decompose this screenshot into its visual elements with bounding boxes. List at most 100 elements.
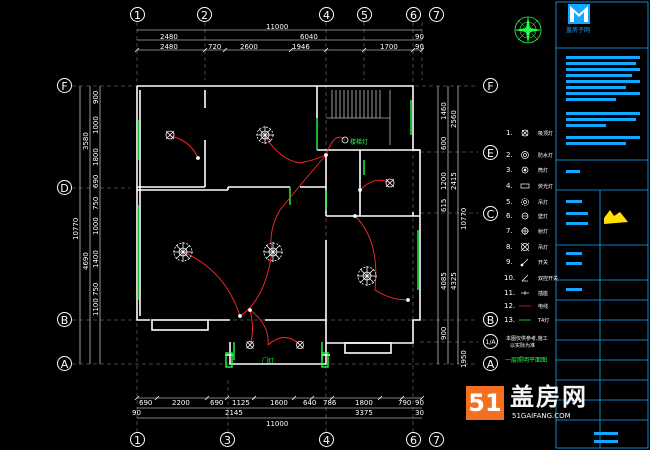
stair-light-label: 楼梯灯 bbox=[350, 139, 369, 146]
company-logo bbox=[568, 4, 590, 24]
grid-bubble-left: F bbox=[57, 78, 72, 93]
dimension-lines bbox=[79, 29, 459, 419]
door-light-label: 门灯 bbox=[262, 358, 275, 365]
grid-bubble-right: E bbox=[483, 145, 498, 160]
grid-bubble-top: 1 bbox=[130, 7, 145, 22]
legend-num: 11. bbox=[504, 289, 516, 297]
dim-top-r2: 90 bbox=[415, 43, 424, 51]
dim-right-seg: 1200 bbox=[440, 172, 448, 190]
grid-bubble-right: C bbox=[483, 206, 498, 221]
legend-text: T4灯 bbox=[538, 318, 550, 324]
grid-bubble-top: 2 bbox=[197, 7, 212, 22]
dim-right-mid: 2560 bbox=[450, 110, 458, 128]
axis-lines bbox=[72, 22, 478, 432]
legend-text: 射灯 bbox=[538, 229, 549, 235]
compass-icon bbox=[514, 16, 542, 44]
chandelier-icon bbox=[357, 266, 377, 286]
wall-lamp-icon bbox=[521, 212, 529, 220]
legend-num: 6. bbox=[506, 212, 513, 220]
dim-bottom-r2: 90 bbox=[132, 409, 141, 417]
dim-left-seg: 1000 bbox=[92, 217, 100, 235]
legend-num: 2. bbox=[506, 151, 513, 159]
dim-right-seg: 1460 bbox=[440, 102, 448, 120]
dim-top-r1: 2480 bbox=[160, 33, 178, 41]
dim-bottom-r1: 786 bbox=[323, 399, 337, 407]
watermark-url: 51GAIFANG.COM bbox=[512, 412, 571, 420]
drawing-title: 一层照明平面图 bbox=[505, 357, 548, 364]
downlight-icon bbox=[521, 166, 529, 174]
fluorescent-lamp-icon bbox=[520, 183, 530, 189]
dim-right-mid: 4325 bbox=[450, 272, 458, 290]
dim-right-mid: 2415 bbox=[450, 172, 458, 190]
dim-left-mid: 4690 bbox=[82, 252, 90, 270]
dim-right-seg: 600 bbox=[440, 136, 448, 150]
legend-text: 电线 bbox=[538, 304, 549, 310]
note-line-1: 本图仅供参考,施工 bbox=[506, 336, 548, 342]
dimension-ticks bbox=[134, 47, 425, 401]
grid-bubble-bottom: 1 bbox=[130, 432, 145, 447]
grid-bubble-top: 5 bbox=[357, 7, 372, 22]
grid-bubble-top: 7 bbox=[429, 7, 444, 22]
grid-bubble-bottom: 7 bbox=[429, 432, 444, 447]
dim-bottom-r1: 640 bbox=[303, 399, 317, 407]
legend-text: 双控开关 bbox=[538, 276, 559, 282]
dim-top-r2: 720 bbox=[208, 43, 222, 51]
ceiling-lamp-icon bbox=[296, 341, 304, 349]
dim-bottom-r1: 690 bbox=[139, 399, 153, 407]
grid-bubble-bottom: 6 bbox=[406, 432, 421, 447]
grid-bubble-bottom: 4 bbox=[319, 432, 334, 447]
legend-text: 吸顶灯 bbox=[538, 131, 554, 137]
dim-left-seg: 1100 bbox=[92, 298, 100, 316]
note-line-2: 以实际为准 bbox=[510, 343, 536, 349]
legend-num: 3. bbox=[506, 166, 513, 174]
legend-text: 筒灯 bbox=[538, 168, 549, 174]
dim-bottom-r1: 2200 bbox=[172, 399, 190, 407]
grid-bubble-left: B bbox=[57, 312, 72, 327]
watermark-name: 盖房网 bbox=[510, 383, 588, 411]
dim-bottom-r2: 3375 bbox=[355, 409, 373, 417]
dim-left-seg: 1800 bbox=[92, 148, 100, 166]
windows bbox=[137, 100, 419, 368]
title-block bbox=[555, 1, 649, 449]
switch-icon bbox=[196, 153, 410, 318]
dim-bottom-r1: 790 bbox=[398, 399, 412, 407]
chandelier-icon bbox=[173, 242, 193, 262]
ceiling-lamp-icon bbox=[521, 129, 529, 137]
grid-bubble-bottom: 3 bbox=[220, 432, 235, 447]
grid-bubble-left: D bbox=[57, 180, 72, 195]
dim-right-bottom: 1950 bbox=[460, 350, 468, 368]
legend-num: 1. bbox=[506, 129, 513, 137]
dim-left-seg: 750 bbox=[92, 282, 100, 296]
ceiling-lamp-icon bbox=[246, 341, 254, 349]
chandelier-icon bbox=[263, 242, 283, 262]
switch-icon bbox=[520, 258, 529, 267]
dim-bottom-r2: 2145 bbox=[225, 409, 243, 417]
dim-top-r2: 1700 bbox=[380, 43, 398, 51]
dim-right-seg: 615 bbox=[440, 198, 448, 212]
legend-text: 吊灯 bbox=[538, 245, 549, 251]
waterproof-lamp-icon bbox=[521, 151, 529, 159]
legend-text: 吊灯 bbox=[538, 200, 549, 206]
grid-bubble-top: 6 bbox=[406, 7, 421, 22]
legend-text: 插座 bbox=[538, 291, 549, 297]
grid-bubble-top: 4 bbox=[319, 7, 334, 22]
pendant-lamp-icon bbox=[521, 198, 529, 206]
dim-right-total: 10770 bbox=[460, 207, 468, 230]
dim-top-r2: 2480 bbox=[160, 43, 178, 51]
dim-bottom-total: 11000 bbox=[266, 420, 289, 428]
legend-num: 10. bbox=[504, 274, 516, 282]
legend-text: 荧光灯 bbox=[538, 184, 554, 190]
grid-bubble-right: A bbox=[483, 356, 498, 371]
signature-mark bbox=[604, 210, 628, 224]
dim-bottom-r1: 90 bbox=[415, 399, 424, 407]
stairs bbox=[326, 90, 391, 145]
dim-left-mid: 3580 bbox=[82, 132, 90, 150]
ceiling-lamp-icon bbox=[165, 130, 175, 140]
light-fixtures bbox=[165, 126, 410, 349]
dim-bottom-r1: 1600 bbox=[270, 399, 288, 407]
dim-bottom-r1: 1125 bbox=[232, 399, 250, 407]
wall-lamp-icon bbox=[341, 136, 349, 144]
dim-right-seg: 4085 bbox=[440, 272, 448, 290]
